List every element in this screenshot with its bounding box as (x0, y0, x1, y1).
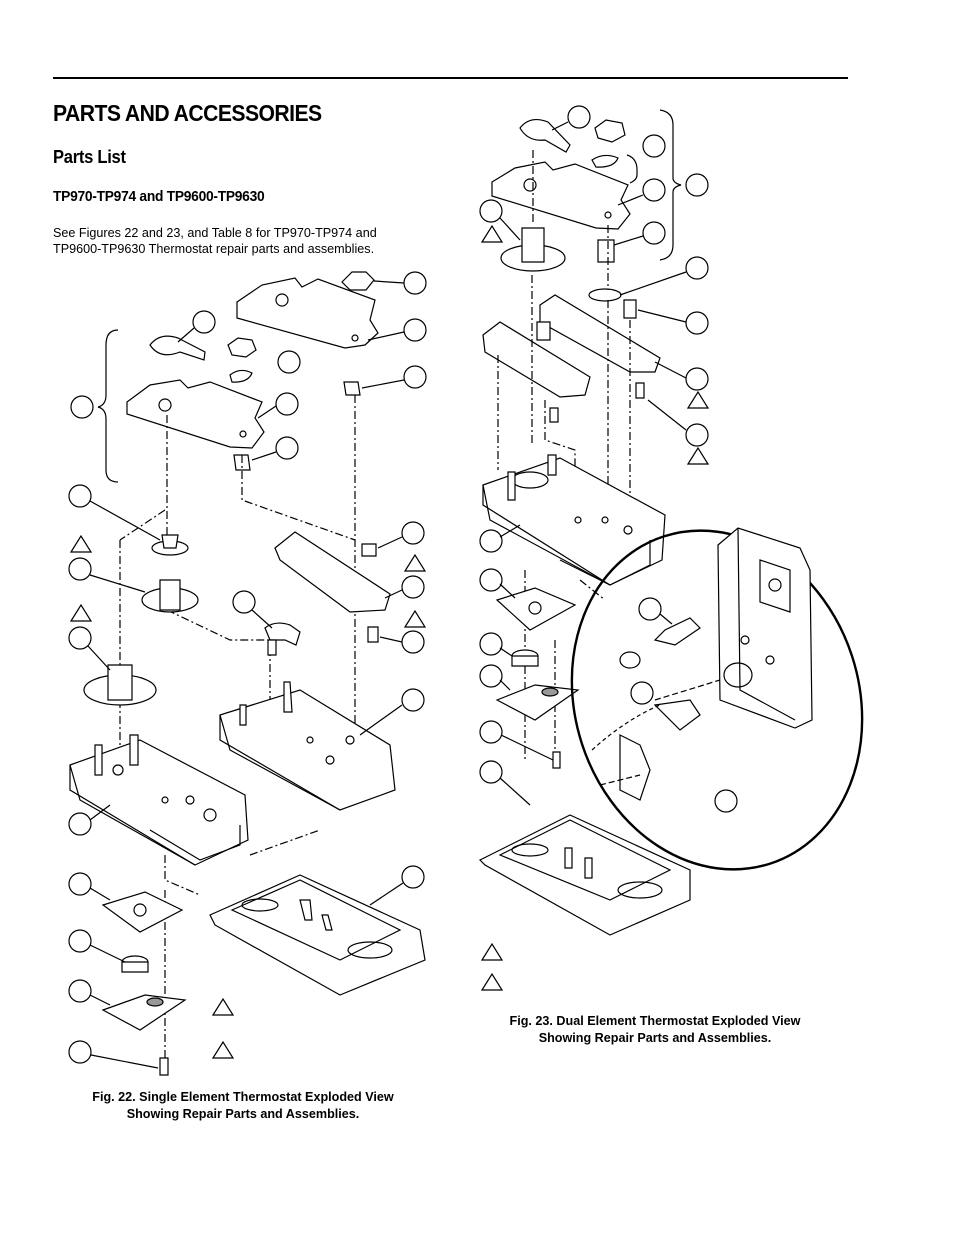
parts-list-heading: Parts List (53, 147, 126, 167)
page-heading: PARTS AND ACCESSORIES (53, 100, 322, 126)
figure-23-caption-line2: Showing Repair Parts and Assemblies. (538, 1031, 772, 1045)
figure-22-caption-line2: Showing Repair Parts and Assemblies. (126, 1107, 360, 1121)
model-section-heading: TP970-TP974 and TP9600-TP9630 (53, 188, 265, 205)
intro-paragraph: See Figures 22 and 23, and Table 8 for T… (53, 226, 377, 256)
figure-22-drawing (68, 271, 427, 1076)
figure-23-caption: Fig. 23. Dual Element Thermostat Explode… (475, 1013, 835, 1047)
figure-22-caption-line1: Fig. 22. Single Element Thermostat Explo… (92, 1090, 394, 1104)
figure-22-caption: Fig. 22. Single Element Thermostat Explo… (53, 1089, 433, 1123)
figure-23-drawing (478, 105, 864, 991)
header-rule (53, 77, 848, 79)
figure-23-caption-line1: Fig. 23. Dual Element Thermostat Explode… (509, 1014, 801, 1028)
